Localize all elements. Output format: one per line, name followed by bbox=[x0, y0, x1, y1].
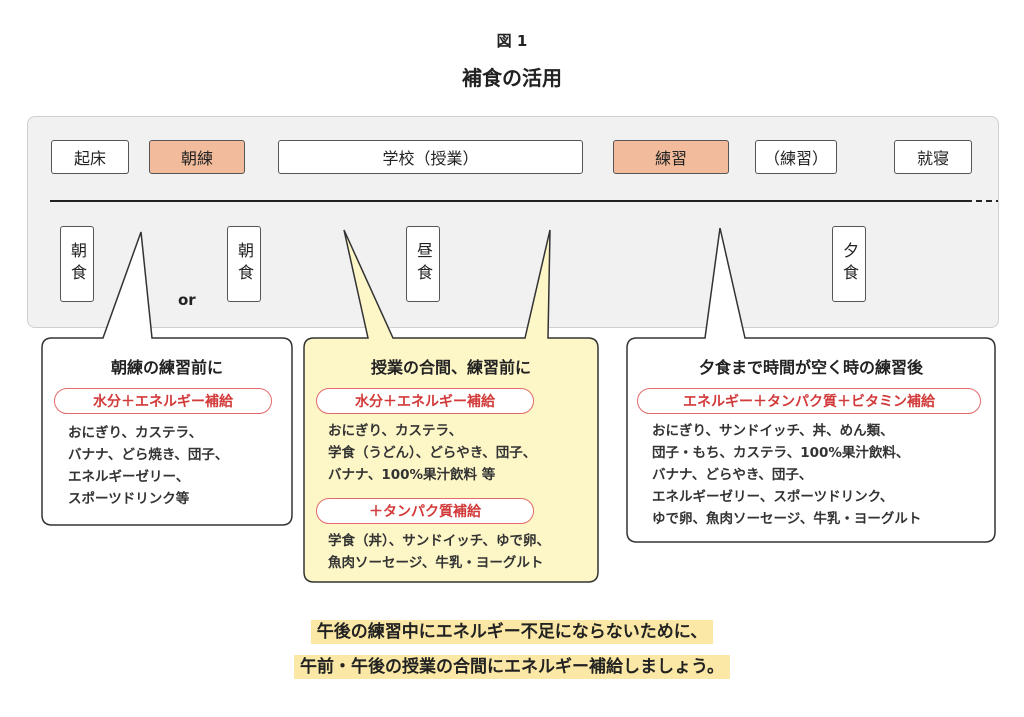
food-list: おにぎり、カステラ、 学食（うどん）、どらやき、団子、 バナナ、100%果汁飲料… bbox=[328, 420, 536, 486]
or-label: or bbox=[178, 291, 196, 309]
meal-breakfast-2: 朝食 bbox=[227, 226, 261, 302]
food-line: エネルギーゼリー、 bbox=[68, 469, 190, 485]
figure-label: 図 1 bbox=[496, 32, 528, 50]
food-line: 学食（丼）、サンドイッチ、ゆで卵、 bbox=[328, 533, 550, 549]
meal-lunch: 昼食 bbox=[406, 226, 440, 302]
food-line: バナナ、どらやき、団子、 bbox=[652, 467, 813, 483]
callout-school-title: 授業の合間、練習前に bbox=[370, 358, 531, 377]
food-list: おにぎり、サンドイッチ、丼、めん類、 団子・もち、カステラ、100%果汁飲料、 … bbox=[652, 420, 921, 530]
food-list: おにぎり、カステラ、 バナナ、どら焼き、団子、 エネルギーゼリー、 スポーツドリ… bbox=[68, 422, 228, 510]
food-list: 学食（丼）、サンドイッチ、ゆで卵、 魚肉ソーセージ、牛乳・ヨーグルト bbox=[328, 530, 550, 574]
food-line: エネルギーゼリー、スポーツドリンク、 bbox=[652, 489, 894, 505]
meal-dinner: 夕食 bbox=[832, 226, 866, 302]
timeline-wake: 起床 bbox=[51, 140, 129, 174]
food-line: おにぎり、カステラ、 bbox=[68, 425, 203, 441]
timeline-school: 学校（授業） bbox=[278, 140, 583, 174]
food-line: 魚肉ソーセージ、牛乳・ヨーグルト bbox=[328, 555, 544, 571]
tag-energy-protein-vitamin: エネルギー＋タンパク質＋ビタミン補給 bbox=[637, 388, 981, 414]
callout-after-practice-title: 夕食まで時間が空く時の練習後 bbox=[698, 358, 923, 377]
food-line: スポーツドリンク等 bbox=[68, 491, 190, 507]
timeline-optional-practice: （練習） bbox=[755, 140, 837, 174]
tag-water-energy: 水分＋エネルギー補給 bbox=[316, 388, 534, 414]
tag-water-energy: 水分＋エネルギー補給 bbox=[54, 388, 272, 414]
food-line: ゆで卵、魚肉ソーセージ、牛乳・ヨーグルト bbox=[652, 511, 922, 527]
timeline-bedtime: 就寝 bbox=[894, 140, 972, 174]
callout-after-practice bbox=[626, 227, 996, 543]
meal-breakfast-1: 朝食 bbox=[60, 226, 94, 302]
note-text: 午前・午後の授業の合間にエネルギー補給しましょう。 bbox=[294, 655, 730, 679]
note-line-2: 午前・午後の授業の合間にエネルギー補給しましょう。 bbox=[0, 652, 1024, 679]
callout-morning-title: 朝練の練習前に bbox=[110, 358, 223, 377]
food-line: 学食（うどん）、どらやき、団子、 bbox=[328, 445, 537, 461]
callout-morning bbox=[41, 231, 293, 526]
note-line-1: 午後の練習中にエネルギー不足にならないために、 bbox=[0, 617, 1024, 644]
food-line: おにぎり、カステラ、 bbox=[328, 423, 463, 439]
timeline-practice: 練習 bbox=[613, 140, 729, 174]
timeline-morning-practice: 朝練 bbox=[149, 140, 245, 174]
food-line: 団子・もち、カステラ、100%果汁飲料、 bbox=[652, 445, 910, 461]
note-text: 午後の練習中にエネルギー不足にならないために、 bbox=[310, 620, 714, 644]
food-line: バナナ、100%果汁飲料 等 bbox=[328, 467, 496, 483]
food-line: バナナ、どら焼き、団子、 bbox=[68, 447, 229, 463]
tag-protein: ＋タンパク質補給 bbox=[316, 498, 534, 524]
diagram-title: 補食の活用 bbox=[462, 66, 562, 90]
food-line: おにぎり、サンドイッチ、丼、めん類、 bbox=[652, 423, 894, 439]
